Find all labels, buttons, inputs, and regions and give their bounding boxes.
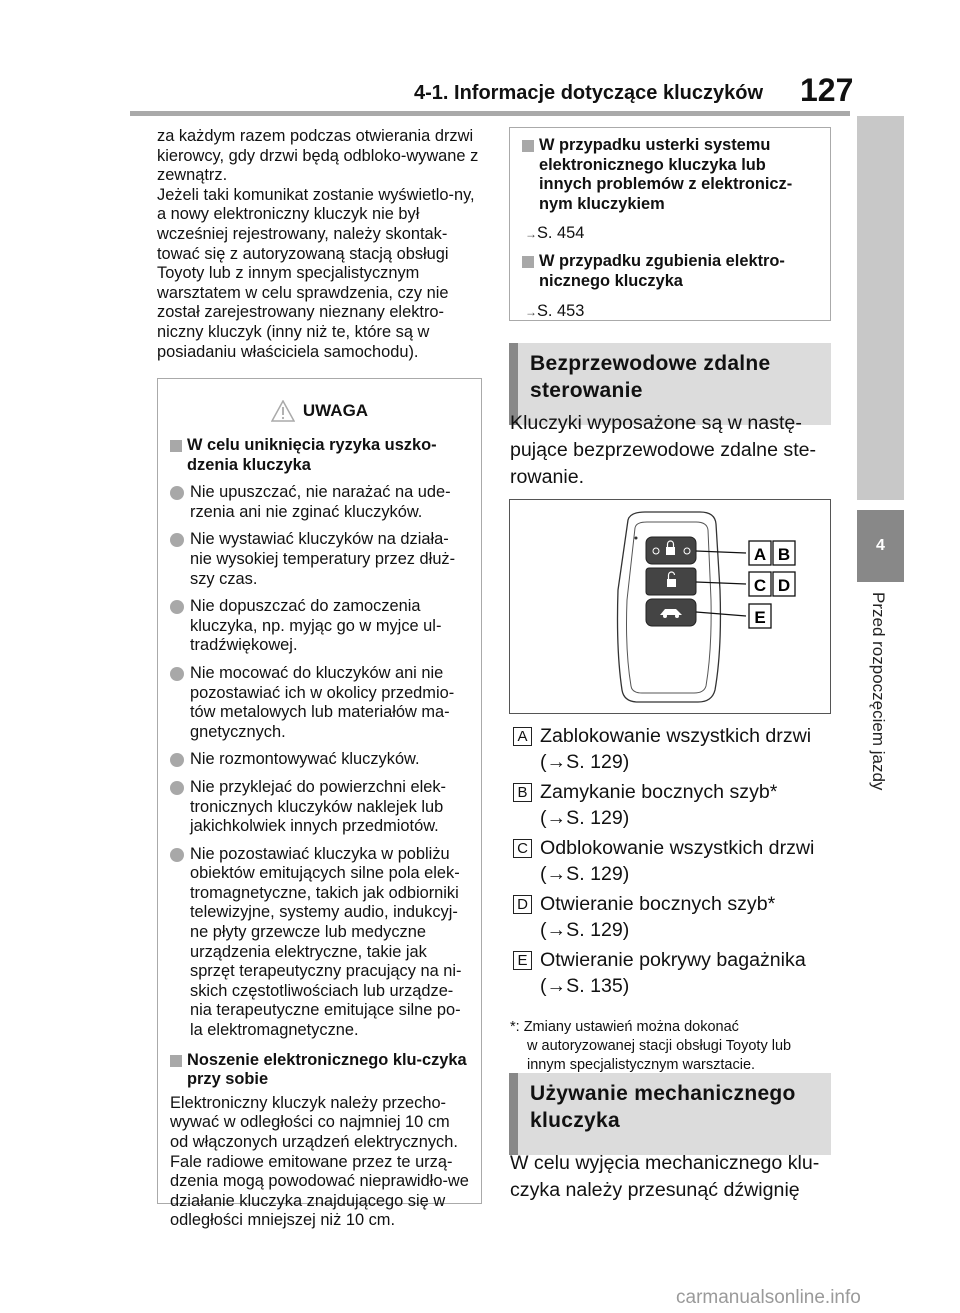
bullet-dot-icon: [170, 600, 184, 615]
svg-text:B: B: [778, 545, 790, 564]
svg-text:C: C: [754, 576, 766, 595]
warning-bullet: Nie pozostawiać kluczyka w pobliżu obiek…: [170, 845, 469, 1041]
key-fob-illustration: A B C D E: [616, 511, 796, 703]
warning-bullet: Nie dopuszczać do zamoczenia kluczyka, n…: [170, 597, 469, 656]
figure-label-d: [772, 571, 796, 597]
warning-bullet: Nie upuszczać, nie narażać na ude-rzenia…: [170, 483, 469, 522]
legend-key: D: [513, 895, 532, 914]
legend-page-ref[interactable]: (→S. 129): [540, 863, 630, 885]
legend-item: D Otwieranie bocznych szyb* (→S. 129): [513, 891, 833, 944]
svg-text:A: A: [754, 545, 766, 564]
bullet-dot-icon: [170, 486, 184, 501]
warning-bullet-list: Nie upuszczać, nie narażać na ude-rzenia…: [170, 483, 469, 1040]
figure-label-a: [748, 540, 772, 566]
square-marker-icon: [170, 1054, 182, 1067]
legend-key: A: [513, 727, 532, 746]
legend-item: B Zamykanie bocznych szyb* (→S. 129): [513, 779, 833, 832]
warning-bullet: Nie rozmontowywać kluczyków.: [170, 750, 469, 770]
left-column: za każdym razem podczas otwierania drzwi…: [157, 127, 480, 362]
chapter-label: Przed rozpoczęciem jazdy: [869, 592, 888, 791]
legend-key: C: [513, 839, 532, 858]
legend-page-ref[interactable]: (→S. 129): [540, 751, 630, 773]
bullet-dot-icon: [170, 780, 184, 795]
footnote: *: Zmiany ustawień można dokonać w autor…: [510, 1019, 792, 1073]
running-header: 4-1. Informacje dotyczące kluczyków: [414, 82, 764, 104]
warning-heading: UWAGA: [170, 394, 469, 428]
square-marker-icon: [522, 256, 534, 269]
legend-page-ref[interactable]: (→S. 129): [540, 919, 630, 941]
square-marker-icon: [170, 440, 182, 452]
figure-label-e: [748, 603, 772, 629]
legend-item: E Otwieranie pokrywy bagażnika (→S. 135): [513, 947, 833, 1000]
bullet-dot-icon: [170, 847, 184, 862]
warning-box: UWAGA W celu uniknięcia ryzyka uszko-dze…: [157, 378, 482, 1229]
legend-text: Zamykanie bocznych szyb*: [540, 781, 778, 803]
mechanical-intro: W celu wyjęcia mechanicznego klu-czyka n…: [510, 1152, 820, 1201]
watermark: carmanualsonline.info: [676, 1287, 861, 1308]
bullet-dot-icon: [170, 533, 184, 548]
legend-item: A Zablokowanie wszystkich drzwi (→S. 129): [513, 723, 833, 776]
bullet-dot-icon: [170, 666, 184, 681]
page-number: 127: [800, 72, 854, 108]
info-title-malfunction: W przypadku usterki systemu elektroniczn…: [522, 136, 818, 214]
header-rule: [130, 111, 850, 116]
info-title-lost-key: W przypadku zgubienia elektro-nicznego k…: [522, 252, 818, 291]
carry-section-text: Elektroniczny kluczyk należy przecho-wyw…: [170, 1093, 469, 1230]
legend-page-ref[interactable]: (→S. 135): [540, 975, 630, 997]
figure-label-b: [772, 540, 796, 566]
chapter-tab: 4: [857, 510, 904, 582]
info-ref-lost-key[interactable]: →S. 453: [525, 301, 585, 320]
info-ref-malfunction[interactable]: →S. 454: [525, 224, 585, 243]
warning-section-title: W celu uniknięcia ryzyka uszko-dzenia kl…: [170, 436, 469, 475]
warning-bullet: Nie mocować do kluczyków ani nie pozosta…: [170, 664, 469, 742]
legend-key: B: [513, 783, 532, 802]
legend-item: C Odblokowanie wszystkich drzwi (→S. 129): [513, 835, 833, 888]
section-heading-mechanical: Używanie mechanicznego kluczyka: [509, 1073, 831, 1155]
intro-paragraph: za każdym razem podczas otwierania drzwi…: [157, 127, 479, 361]
legend-text: Odblokowanie wszystkich drzwi: [540, 837, 815, 859]
section-heading-remote: Bezprzewodowe zdalne sterowanie: [509, 343, 831, 425]
warning-bullet: Nie wystawiać kluczyków na działa-nie wy…: [170, 530, 469, 589]
key-fob-figure: A B C D E: [509, 499, 831, 714]
legend-page-ref[interactable]: (→S. 129): [540, 807, 630, 829]
side-tab-bar: [857, 116, 904, 500]
remote-intro: Kluczyki wyposażone są w nastę-pujące be…: [510, 412, 817, 488]
svg-text:E: E: [754, 608, 765, 627]
warning-triangle-icon: [270, 400, 295, 422]
warning-label: UWAGA: [302, 401, 369, 420]
svg-text:D: D: [778, 576, 790, 595]
carry-section-title: Noszenie elektronicznego klu-czyka przy …: [170, 1051, 469, 1090]
figure-label-c: [748, 571, 772, 597]
bullet-dot-icon: [170, 753, 184, 768]
legend-text: Otwieranie bocznych szyb*: [540, 893, 776, 915]
info-box: W przypadku usterki systemu elektroniczn…: [509, 127, 831, 321]
legend-text: Zablokowanie wszystkich drzwi: [540, 725, 812, 747]
legend-text: Otwieranie pokrywy bagażnika: [540, 949, 806, 971]
square-marker-icon: [522, 140, 534, 152]
warning-bullet: Nie przyklejać do powierzchni elek-troni…: [170, 778, 469, 837]
legend-key: E: [513, 951, 532, 970]
